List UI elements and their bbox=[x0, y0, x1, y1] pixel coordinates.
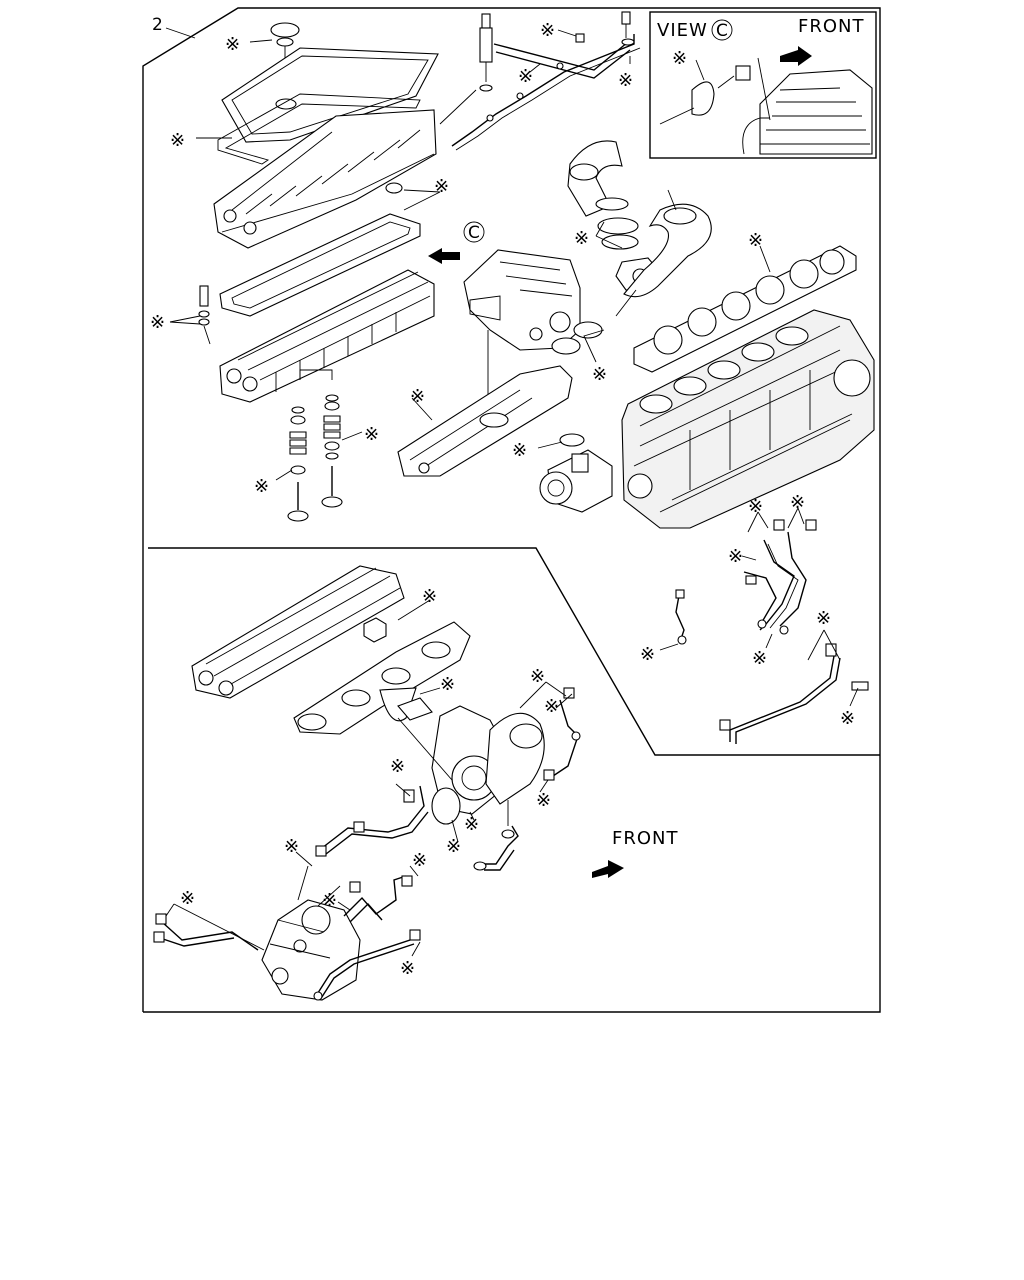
asterisk-marker: ※ bbox=[752, 648, 767, 669]
egr-o-rings bbox=[551, 321, 603, 355]
oil-feed-pipe-small bbox=[675, 589, 687, 645]
asterisk-marker: ※ bbox=[640, 644, 655, 665]
asterisk-marker: ※ bbox=[540, 20, 555, 41]
callout-c: C bbox=[428, 221, 485, 264]
inset-engine-corner bbox=[742, 57, 873, 155]
fuel-feed-pipe-left bbox=[153, 913, 259, 951]
inset-front-label: FRONT bbox=[798, 16, 865, 37]
asterisk-marker: ※ bbox=[748, 230, 763, 251]
asterisk-marker: ※ bbox=[592, 364, 607, 385]
asterisk-marker: ※ bbox=[446, 836, 461, 857]
asterisk-marker: ※ bbox=[422, 586, 437, 607]
asterisk-marker: ※ bbox=[512, 440, 527, 461]
asterisk-marker: ※ bbox=[536, 790, 551, 811]
view-letter: C bbox=[716, 21, 728, 41]
asterisk-marker: ※ bbox=[618, 70, 633, 91]
asterisk-marker: ※ bbox=[464, 814, 479, 835]
view-c-inset: VIEW C FRONT ※ bbox=[649, 11, 877, 159]
cylinder-head bbox=[219, 269, 435, 403]
asterisk-marker: ※ bbox=[816, 608, 831, 629]
exhaust-valve-assembly bbox=[321, 394, 343, 508]
turbo-oil-feed-pipe bbox=[543, 687, 581, 781]
callout-arrow-icon bbox=[428, 248, 460, 264]
asterisk-marker: ※ bbox=[518, 66, 533, 87]
outer-frame bbox=[142, 7, 881, 1013]
asterisk-marker: ※ bbox=[254, 476, 269, 497]
oil-pipe-lower-upper bbox=[315, 785, 429, 857]
main-front-arrow-icon bbox=[592, 860, 624, 878]
rocker-housing bbox=[213, 109, 437, 249]
cylinder-block bbox=[621, 309, 875, 529]
asterisk-marker: ※ bbox=[412, 850, 427, 871]
cylinder-head-gasket-upper bbox=[219, 213, 421, 317]
asterisk-marker: ※ bbox=[410, 386, 425, 407]
head-cover-seal bbox=[217, 93, 421, 165]
intake-manifold bbox=[397, 365, 573, 477]
asterisk-marker: ※ bbox=[728, 546, 743, 567]
group-number: 2 bbox=[152, 15, 163, 35]
fuel-injector bbox=[479, 13, 493, 92]
egr-cooler-housing bbox=[463, 249, 581, 351]
water-bypass-pipe bbox=[623, 203, 712, 298]
asterisk-marker: ※ bbox=[840, 708, 855, 729]
cylinder-head-gasket bbox=[633, 245, 857, 373]
asterisk-marker: ※ bbox=[170, 130, 185, 151]
inset-cover-part bbox=[659, 59, 751, 125]
asterisk-marker: ※ bbox=[180, 888, 195, 909]
asterisk-marker: ※ bbox=[790, 492, 805, 513]
asterisk-marker: ※ bbox=[434, 176, 449, 197]
asterisk-marker: ※ bbox=[150, 312, 165, 333]
head-cover-gasket bbox=[221, 47, 439, 143]
glow-plug bbox=[169, 285, 211, 345]
asterisk-marker: ※ bbox=[284, 836, 299, 857]
asterisk-marker: ※ bbox=[574, 228, 589, 249]
banjo-bolt bbox=[621, 11, 635, 46]
water-pump bbox=[539, 433, 613, 513]
asterisk-marker: ※ bbox=[530, 666, 545, 687]
asterisk-marker: ※ bbox=[672, 48, 687, 69]
view-label: VIEW bbox=[657, 20, 708, 41]
turbocharger bbox=[431, 705, 545, 815]
asterisk-marker: ※ bbox=[440, 674, 455, 695]
callout-letter: C bbox=[468, 223, 480, 243]
main-front-label: FRONT bbox=[612, 828, 679, 849]
asterisk-marker: ※ bbox=[400, 958, 415, 979]
water-outlet-elbow bbox=[567, 140, 629, 217]
asterisk-marker: ※ bbox=[225, 34, 240, 55]
rocker-seal-ring bbox=[385, 182, 403, 194]
turbo-oil-drain-pipe bbox=[473, 825, 519, 871]
exhaust-manifold-gasket bbox=[363, 617, 387, 643]
asterisk-marker: ※ bbox=[748, 496, 763, 517]
supply-pump bbox=[261, 899, 361, 1001]
oil-pipe-lower-long bbox=[313, 929, 421, 1001]
cylinder-head-lower-view bbox=[191, 565, 405, 699]
turbo-flange-gasket bbox=[397, 697, 433, 721]
asterisk-marker: ※ bbox=[390, 756, 405, 777]
asterisk-marker: ※ bbox=[322, 890, 337, 911]
oil-pipe-assembly-right bbox=[743, 519, 817, 635]
asterisk-marker: ※ bbox=[544, 696, 559, 717]
intake-valve-assembly bbox=[287, 406, 309, 522]
fuel-return-pipe-lower bbox=[343, 875, 413, 923]
asterisk-marker: ※ bbox=[364, 424, 379, 445]
turbo-oil-return-pipe bbox=[719, 643, 869, 744]
thermostat-gasket-ring bbox=[597, 217, 639, 250]
turbo-outlet-o-ring bbox=[431, 787, 461, 825]
injector-return-pipe bbox=[451, 34, 641, 151]
inset-front-arrow-icon bbox=[780, 46, 812, 66]
